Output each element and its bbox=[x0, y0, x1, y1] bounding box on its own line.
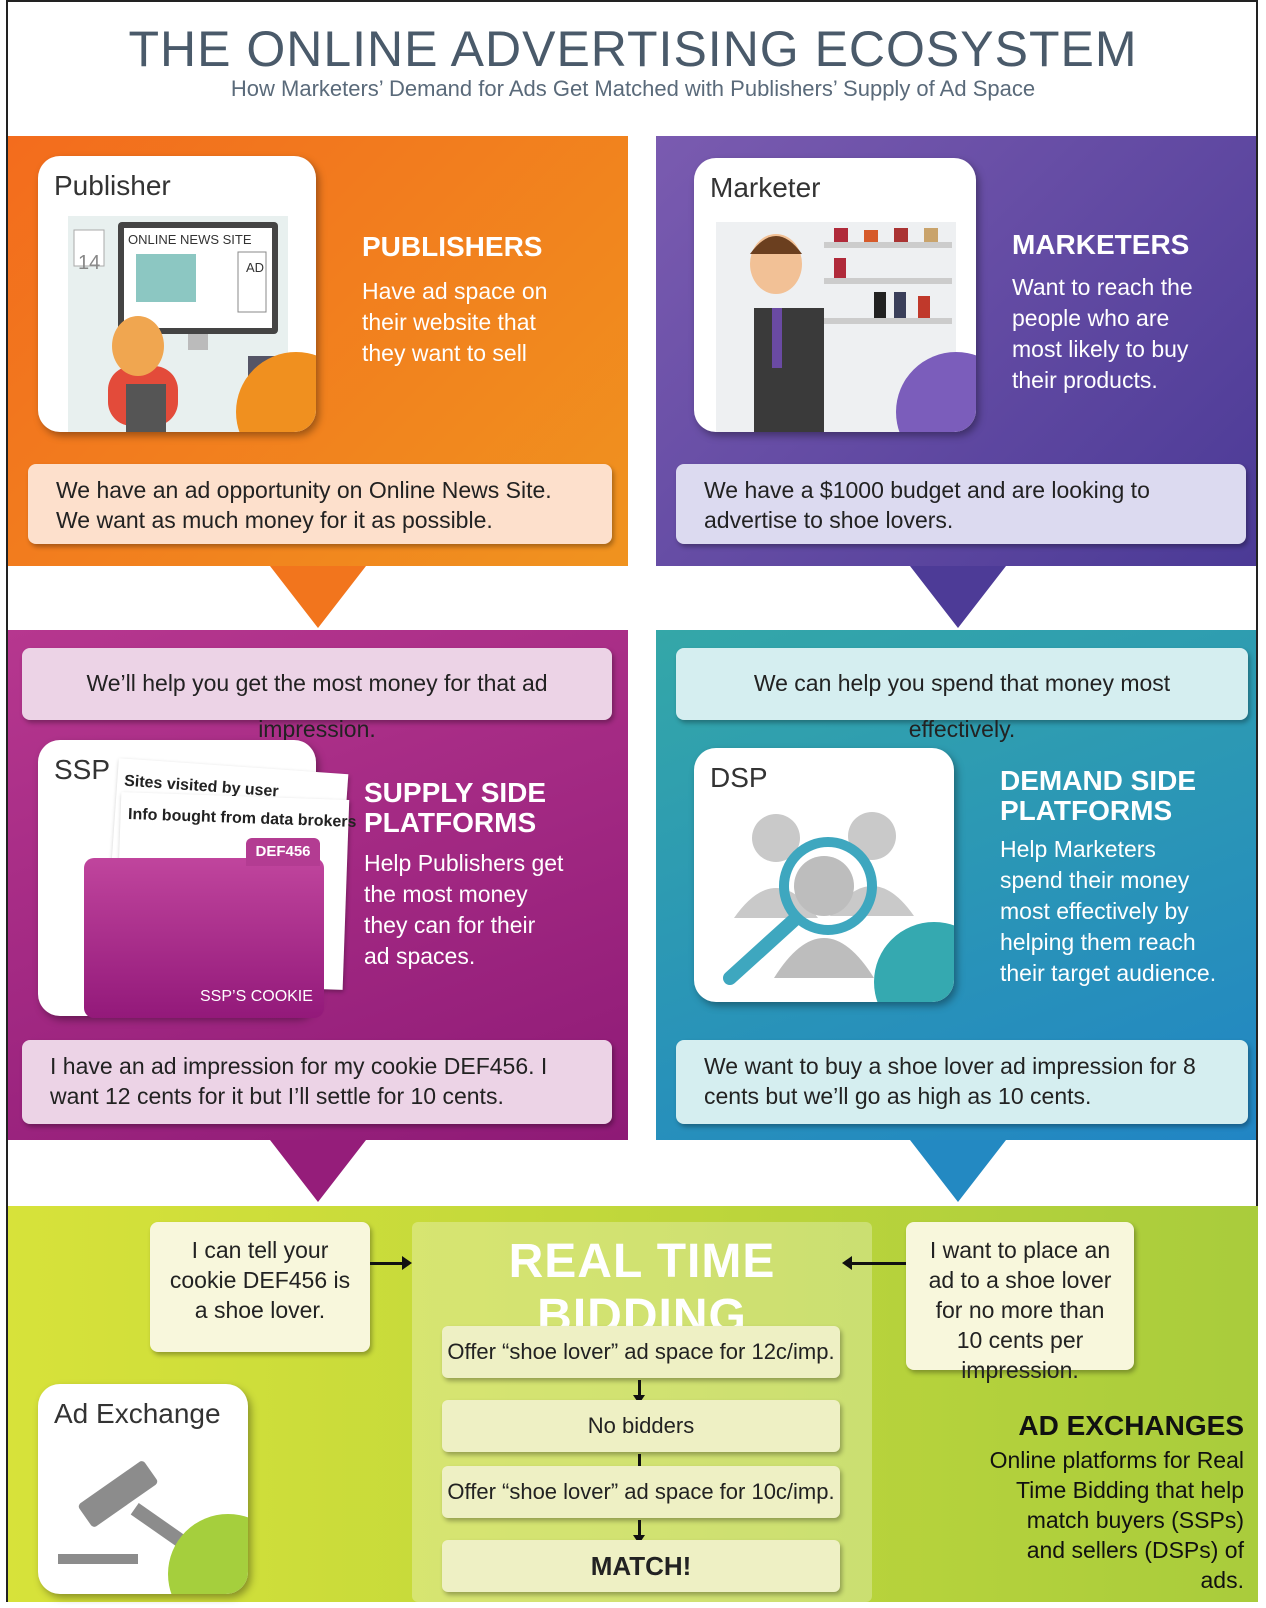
marketers-heading: MARKETERS bbox=[1012, 229, 1190, 260]
marketers-pointer bbox=[910, 566, 1006, 628]
dsp-speech-bubble: We want to buy a shoe lover ad impressio… bbox=[676, 1040, 1248, 1124]
ad-exchanges-heading: AD EXCHANGES bbox=[1018, 1410, 1244, 1441]
ad-exchange-card-label: Ad Exchange bbox=[54, 1398, 221, 1429]
rtb-step-1: Offer “shoe lover” ad space for 12c/imp. bbox=[442, 1326, 840, 1378]
step-arrow-3 bbox=[633, 1520, 645, 1544]
ssp-pointer bbox=[270, 1140, 366, 1202]
ssp-description: Help Publishers get the most money they … bbox=[364, 850, 564, 970]
publisher-card: Publisher ONLINE NEWS SITE 14 AD bbox=[38, 156, 316, 432]
right-arrow-head bbox=[842, 1256, 852, 1270]
page-title: THE ONLINE ADVERTISING ECOSYSTEM bbox=[128, 21, 1138, 77]
cookie-id-tab: DEF456 bbox=[246, 838, 320, 866]
dsp-pointer bbox=[910, 1140, 1006, 1202]
ad-slot-label: AD bbox=[246, 260, 265, 275]
ad-exchanges-description: Online platforms for Real Time Bidding t… bbox=[989, 1447, 1244, 1593]
marketer-card-label: Marketer bbox=[710, 172, 821, 203]
publishers-speech-bubble: We have an ad opportunity on Online News… bbox=[28, 464, 612, 544]
marketers-description: Want to reach the people who are most li… bbox=[1012, 274, 1193, 394]
dsp-description: Help Marketers spend their money most ef… bbox=[1000, 836, 1217, 987]
publishers-pointer bbox=[270, 566, 366, 628]
left-arrow bbox=[370, 1262, 406, 1265]
calendar-day: 14 bbox=[78, 252, 101, 274]
dsp-heading-line2: PLATFORMS bbox=[1000, 795, 1173, 826]
rtb-step-match: MATCH! bbox=[442, 1540, 840, 1592]
audience-search-icon bbox=[723, 812, 914, 985]
publisher-card-label: Publisher bbox=[54, 170, 171, 201]
online-news-site-label: ONLINE NEWS SITE bbox=[128, 232, 252, 247]
dsp-card-label: DSP bbox=[710, 762, 768, 793]
ssp-speech-bubble: I have an ad impression for my cookie DE… bbox=[22, 1040, 612, 1124]
dsp-heading-line1: DEMAND SIDE bbox=[1000, 765, 1197, 796]
dsp-top-speech-bubble: We can help you spend that money most ef… bbox=[676, 648, 1248, 742]
step-arrow-1 bbox=[633, 1380, 645, 1404]
dsp-exchange-bubble: I want to place an ad to a shoe lover fo… bbox=[906, 1222, 1134, 1383]
ssp-heading-line2: PLATFORMS bbox=[364, 807, 537, 838]
left-arrow-head bbox=[402, 1256, 412, 1270]
dsp-card: DSP bbox=[694, 748, 954, 1002]
ssp-heading-line1: SUPPLY SIDE bbox=[364, 777, 547, 808]
rtb-step-3: Offer “shoe lover” ad space for 10c/imp. bbox=[442, 1466, 840, 1518]
page-subtitle: How Marketers’ Demand for Ads Get Matche… bbox=[230, 76, 1036, 101]
cookie-folder bbox=[84, 858, 324, 1018]
marketers-speech-bubble: We have a $1000 budget and are looking t… bbox=[676, 464, 1246, 544]
ssp-top-speech-bubble: We’ll help you get the most money for th… bbox=[22, 648, 612, 742]
right-arrow bbox=[852, 1262, 906, 1265]
rtb-step-2: No bidders bbox=[442, 1400, 840, 1452]
ad-exchange-card: Ad Exchange bbox=[38, 1384, 248, 1594]
ssp-exchange-bubble: I can tell your cookie DEF456 is a shoe … bbox=[150, 1222, 370, 1352]
publishers-description: Have ad space on their website that they… bbox=[362, 278, 548, 367]
ssp-cookie-label: SSP’S COOKIE bbox=[200, 988, 313, 1005]
publishers-heading: PUBLISHERS bbox=[362, 231, 543, 262]
marketer-card: Marketer bbox=[694, 158, 976, 432]
ssp-card-label: SSP bbox=[54, 754, 111, 785]
